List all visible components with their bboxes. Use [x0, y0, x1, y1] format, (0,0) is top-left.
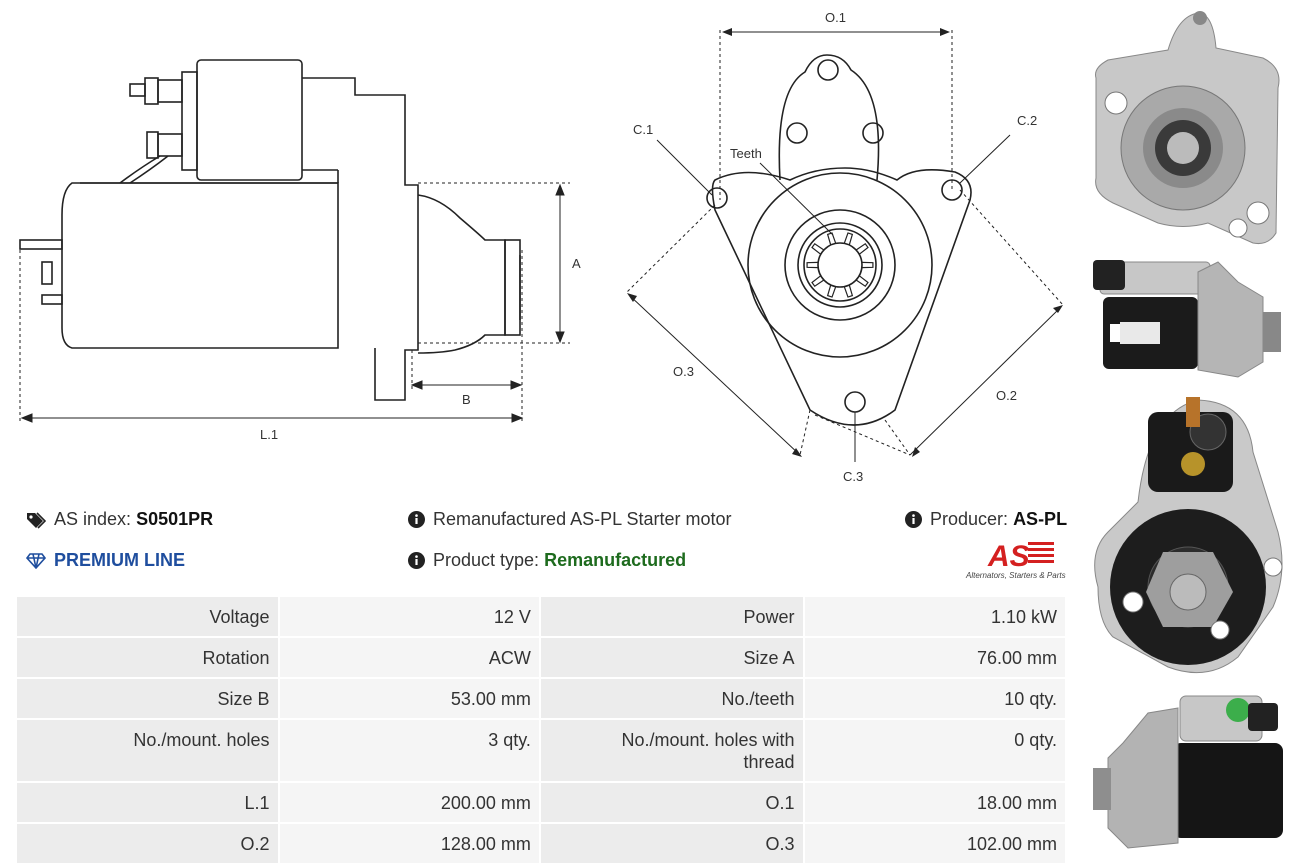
- photo-side-view: [1093, 260, 1281, 378]
- spec-label: O.3: [538, 822, 805, 865]
- premium-line-badge: PREMIUM LINE: [26, 550, 185, 571]
- logo-tagline: Alternators, Starters & Parts: [966, 571, 1066, 580]
- photo-rear-view: [1094, 397, 1283, 674]
- photo-front-view: [1095, 11, 1280, 244]
- spec-label: Voltage: [15, 595, 280, 638]
- spec-label: O.2: [15, 822, 280, 865]
- producer-label: Producer:: [930, 509, 1009, 529]
- info-icon: [905, 511, 922, 528]
- gear-tooth: [811, 275, 825, 288]
- spec-label: O.1: [538, 781, 805, 824]
- spec-value: 0 qty.: [802, 718, 1068, 783]
- spec-label: Size B: [15, 677, 280, 720]
- spec-value: 3 qty.: [277, 718, 541, 783]
- label-c1: C.1: [633, 122, 653, 137]
- label-teeth: Teeth: [730, 146, 762, 161]
- spec-label: No./mount. holes: [15, 718, 280, 783]
- label-length-l1: L.1: [260, 427, 278, 442]
- label-o2: O.2: [996, 388, 1017, 403]
- spec-value: 53.00 mm: [277, 677, 541, 720]
- tags-icon: [27, 511, 46, 529]
- gear-tooth: [826, 232, 837, 246]
- gear-tooth: [811, 242, 825, 255]
- spec-label: No./mount. holes with thread: [538, 718, 805, 783]
- premium-line-label: PREMIUM LINE: [54, 550, 186, 570]
- product-type: Product type: Remanufactured: [408, 550, 686, 571]
- spec-value: 1.10 kW: [802, 595, 1068, 638]
- label-size-b: B: [462, 392, 471, 407]
- diamond-icon: [26, 552, 46, 569]
- as-index: AS index: S0501PR: [26, 509, 213, 530]
- logo-text: AS: [987, 540, 1030, 570]
- label-o1: O.1: [825, 10, 846, 25]
- spec-value: 76.00 mm: [802, 636, 1068, 679]
- gear-tooth: [843, 232, 854, 246]
- label-size-a: A: [572, 256, 581, 271]
- side-view-drawing: A B L.1: [19, 59, 581, 442]
- photo-pinion-side-view: [1093, 695, 1283, 849]
- as-index-label: AS index:: [54, 509, 132, 529]
- gear-tooth: [843, 284, 854, 298]
- spec-value: 18.00 mm: [802, 781, 1068, 824]
- spec-value: 10 qty.: [802, 677, 1068, 720]
- label-o3: O.3: [673, 364, 694, 379]
- gear-teeth: [806, 232, 874, 298]
- spec-label: Rotation: [15, 636, 280, 679]
- description-text: Remanufactured AS-PL Starter motor: [433, 509, 732, 529]
- spec-value: ACW: [277, 636, 541, 679]
- spec-value: 200.00 mm: [277, 781, 541, 824]
- info-icon: [408, 552, 425, 569]
- spec-value: 12 V: [277, 595, 541, 638]
- gear-tooth: [806, 261, 819, 269]
- gear-tooth: [826, 284, 837, 298]
- label-c3: C.3: [843, 469, 863, 484]
- gear-tooth: [855, 242, 869, 255]
- info-icon: [408, 511, 425, 528]
- spec-label: No./teeth: [538, 677, 805, 720]
- product-type-value: Remanufactured: [544, 550, 687, 570]
- spec-label: Power: [538, 595, 805, 638]
- producer: Producer: AS-PL: [905, 509, 1067, 530]
- product-type-label: Product type:: [433, 550, 540, 570]
- spec-value: 128.00 mm: [277, 822, 541, 865]
- spec-value: 102.00 mm: [802, 822, 1068, 865]
- description: Remanufactured AS-PL Starter motor: [408, 509, 731, 530]
- front-view-drawing: O.1 C.1 C.2 Teeth O.3 O.2 C.3: [626, 10, 1064, 484]
- spec-label: Size A: [538, 636, 805, 679]
- gear-tooth: [861, 261, 874, 269]
- as-pl-logo: AS Alternators, Starters & Parts: [966, 538, 1068, 582]
- label-c2: C.2: [1017, 113, 1037, 128]
- as-logo-mark: AS: [987, 540, 1054, 570]
- as-index-value: S0501PR: [136, 509, 214, 529]
- spec-label: L.1: [15, 781, 280, 824]
- gear-tooth: [855, 275, 869, 288]
- producer-value: AS-PL: [1013, 509, 1068, 529]
